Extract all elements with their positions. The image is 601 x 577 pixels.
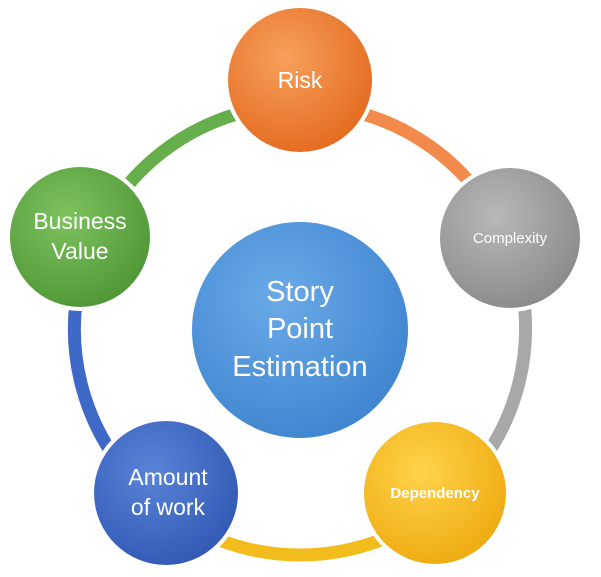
node-center bbox=[192, 222, 408, 438]
arc-complexity-to-dependency bbox=[475, 301, 533, 467]
node-dependency bbox=[360, 418, 510, 568]
node-business bbox=[6, 163, 154, 311]
node-amount bbox=[90, 417, 242, 569]
node-complexity bbox=[436, 164, 584, 312]
arc-business-to-risk bbox=[111, 107, 241, 203]
node-risk bbox=[224, 4, 376, 156]
arc-dependency-to-amount bbox=[215, 533, 385, 562]
